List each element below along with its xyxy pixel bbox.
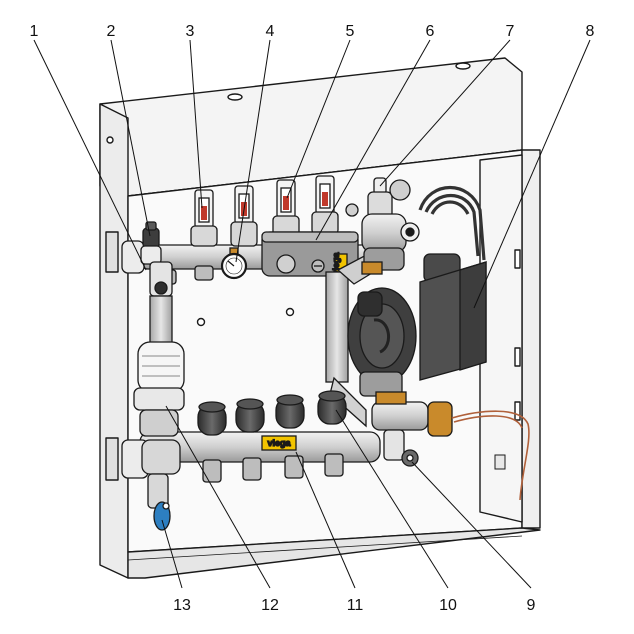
callout-13: 13: [173, 597, 191, 614]
left-bracket: [105, 231, 119, 273]
callout-10: 10: [439, 597, 457, 614]
air-vent-valve: [140, 221, 162, 265]
cabinet-right-frame: [521, 149, 541, 529]
svg-text:viega: viega: [331, 251, 341, 275]
cabinet-right-inner: [479, 154, 523, 523]
return-brand-label: [261, 435, 297, 451]
lid-hole: [227, 93, 243, 101]
flow-meter: [272, 179, 300, 239]
brand-logo-text: viega: [267, 438, 291, 448]
callout-1: 1: [30, 23, 39, 40]
callout-2: 2: [107, 23, 116, 40]
callout-4: 4: [266, 23, 275, 40]
left-bracket: [105, 437, 119, 481]
thermostatic-valve-head: [197, 401, 227, 436]
thermometer: [220, 247, 248, 280]
callout-labels: 1 2 3 4 5 6 7 8 9 10 11 12 13: [30, 23, 595, 614]
isolating-valve: [149, 261, 173, 297]
cabinet-bottom: [127, 527, 541, 579]
right-bracket-slot: [514, 401, 521, 421]
fill-drain-valve: [147, 473, 171, 531]
sensor-capillary: [451, 410, 530, 501]
thermostatic-valve-head: [235, 398, 265, 433]
callout-5: 5: [346, 23, 355, 40]
flow-meter: [311, 175, 339, 235]
leader-lines: [33, 39, 591, 589]
callout-7: 7: [506, 23, 515, 40]
callout-12: 12: [261, 597, 279, 614]
bypass-valve: [383, 429, 419, 467]
mixing-valve-housing: viega: [261, 231, 359, 277]
callout-9: 9: [527, 597, 536, 614]
flow-meter: [230, 185, 258, 247]
lid-hole: [455, 62, 471, 70]
callout-8: 8: [586, 23, 595, 40]
cabinet-left-wall: [99, 103, 129, 579]
vent-fitting: [345, 177, 420, 253]
right-bracket-slot: [514, 249, 521, 269]
pump-cable: [418, 186, 486, 261]
flow-meter: [190, 189, 218, 247]
thermostatic-valve-head: [317, 390, 347, 425]
callout-3: 3: [186, 23, 195, 40]
callout-11: 11: [347, 597, 364, 614]
circulation-pump: [347, 186, 487, 397]
right-bracket-slot: [514, 347, 521, 367]
return-thermostat-head: [133, 341, 185, 437]
center-riser: [325, 271, 349, 383]
return-manifold: viega: [121, 341, 453, 531]
callout-6: 6: [426, 23, 435, 40]
thermostatic-valve-head: [275, 394, 305, 429]
